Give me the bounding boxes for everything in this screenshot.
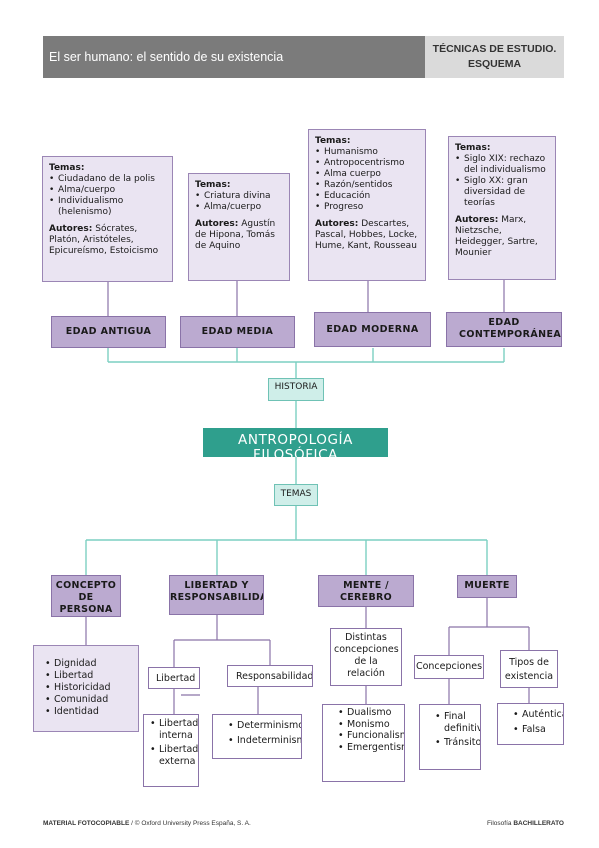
list-item: Libertad (45, 670, 132, 682)
footer-subject: Filosofía BACHILLERATO (470, 820, 564, 827)
category-label: LIBERTAD Y RESPONSABILIDAD (170, 580, 263, 603)
category-libertad-responsabilidad: LIBERTAD Y RESPONSABILIDAD (169, 575, 264, 615)
list-item: Siglo XIX: rechazo del individualismo (455, 154, 550, 176)
tipos-items-box: Auténtica Falsa (497, 703, 564, 745)
era-info-antigua: Temas: Ciudadano de la polis Alma/cuerpo… (42, 156, 173, 282)
autores-label: Autores: (315, 219, 359, 229)
autores-text: Agustín de Hipona, Tomás de Aquino (195, 219, 276, 251)
libertad-items-box: Libertad interna Libertad externa (143, 714, 199, 787)
list-item: Humanismo (315, 147, 420, 158)
era-box-media: EDAD MEDIA (180, 316, 295, 348)
history-tree-lines (85, 348, 505, 575)
category-label: MUERTE (464, 580, 510, 591)
sub-label: Responsabilidad (236, 671, 313, 682)
historia-node: HISTORIA (268, 378, 324, 401)
era-box-contemporanea: EDAD CONTEMPORÁNEA (446, 312, 562, 347)
historia-label: HISTORIA (274, 382, 318, 392)
era-box-moderna: EDAD MODERNA (314, 312, 431, 347)
list-item: Criatura divina (195, 191, 284, 202)
era-label: EDAD CONTEMPORÁNEA (459, 317, 562, 340)
era-label: EDAD ANTIGUA (65, 326, 152, 337)
category-label: MENTE / CEREBRO (340, 580, 392, 603)
autores-label: Autores: (455, 215, 499, 225)
era-info-media: Temas: Criatura divina Alma/cuerpo Autor… (188, 173, 290, 281)
list-item: Auténtica (513, 709, 563, 721)
list-item: Funcionalismo (338, 730, 404, 742)
main-title: ANTROPOLOGÍA FILOSÓFICA (238, 432, 353, 458)
main-title-box: ANTROPOLOGÍA FILOSÓFICA (203, 428, 388, 457)
list-item: Ciudadano de la polis (49, 174, 167, 185)
list-item: Comunidad (45, 694, 132, 706)
list-item: Libertad interna (150, 718, 198, 741)
autores-text: Marx, Nietzsche, Heidegger, Sartre, Moun… (455, 215, 538, 258)
category-mente-cerebro: MENTE / CEREBRO (318, 575, 414, 607)
list-item: Progreso (315, 202, 420, 213)
list-item: Monismo (338, 719, 404, 731)
sub-label: Concepciones (415, 661, 483, 672)
autores-label: Autores: (195, 219, 239, 229)
page-header-section: TÉCNICAS DE ESTUDIO. ESQUEMA (425, 36, 564, 78)
list-item: Alma cuerpo (315, 169, 420, 180)
list-item: Alma/cuerpo (49, 185, 167, 196)
era-info-contemporanea: Temas: Siglo XIX: rechazo del individual… (448, 136, 556, 280)
temas-label: Temas: (455, 143, 491, 153)
sub-label: Tipos de existencia (504, 657, 554, 682)
temas-node-label: TEMAS (280, 489, 312, 499)
muerte-concepciones-box: Concepciones (414, 655, 484, 679)
concepciones-items-box: Final definitivo Tránsito (419, 704, 481, 770)
muerte-tipos-box: Tipos de existencia (500, 650, 558, 688)
footer-left-bold: MATERIAL FOTOCOPIABLE (43, 820, 130, 827)
list-item: Dignidad (45, 658, 132, 670)
mente-items-box: Dualismo Monismo Funcionalismo Emergenti… (322, 704, 405, 782)
list-item: Indeterminismo (228, 735, 301, 747)
list-item: Tránsito (435, 737, 480, 749)
page-header-title: El ser humano: el sentido de su existenc… (43, 36, 425, 78)
category-connectors (85, 598, 530, 714)
header-section-line2: ESQUEMA (467, 58, 522, 70)
category-label: CONCEPTO DE PERSONA (55, 580, 117, 615)
era-info-moderna: Temas: Humanismo Antropocentrismo Alma c… (308, 129, 426, 281)
temas-node: TEMAS (274, 484, 318, 506)
autores-text: Descartes, Pascal, Hobbes, Locke, Hume, … (315, 219, 418, 251)
list-item: Identidad (45, 706, 132, 718)
category-muerte: MUERTE (457, 575, 517, 598)
responsabilidad-items-box: Determinismo Indeterminismo (212, 714, 302, 759)
libertad-sub-box: Libertad (148, 667, 200, 689)
list-item: Alma/cuerpo (195, 202, 284, 213)
list-item: Razón/sentidos (315, 180, 420, 191)
list-item: Historicidad (45, 682, 132, 694)
temas-label: Temas: (315, 136, 351, 146)
sub-label: Libertad (156, 673, 196, 684)
autores-label: Autores: (49, 224, 93, 234)
footer-left-rest: / © Oxford University Press España, S. A… (129, 820, 251, 827)
era-box-antigua: EDAD ANTIGUA (51, 316, 166, 348)
sub-label: Distintas concepciones de la relación (334, 632, 399, 679)
list-item: Determinismo (228, 720, 301, 732)
era-label: EDAD MEDIA (201, 326, 274, 337)
list-item: Individualismo (helenismo) (49, 196, 167, 218)
list-item: Emergentismo (338, 742, 404, 754)
list-item: Libertad externa (150, 744, 198, 767)
footer-right-bold: BACHILLERATO (513, 820, 564, 827)
list-item: Falsa (513, 724, 563, 736)
footer-right-normal: Filosofía (486, 820, 514, 827)
list-item: Educación (315, 191, 420, 202)
era-connectors (107, 280, 505, 316)
list-item: Siglo XX: gran diversidad de teorías (455, 176, 550, 209)
header-section-line1: TÉCNICAS DE ESTUDIO. (432, 43, 557, 55)
footer-copyright: MATERIAL FOTOCOPIABLE / © Oxford Univers… (43, 820, 251, 827)
responsabilidad-sub-box: Responsabilidad (227, 665, 313, 687)
mente-sub-box: Distintas concepciones de la relación (330, 628, 402, 686)
list-item: Final definitivo (435, 711, 480, 734)
list-item: Dualismo (338, 707, 404, 719)
temas-label: Temas: (195, 180, 231, 190)
concepto-items-box: Dignidad Libertad Historicidad Comunidad… (33, 645, 139, 732)
list-item: Antropocentrismo (315, 158, 420, 169)
header-title-text: El ser humano: el sentido de su existenc… (49, 50, 284, 64)
temas-label: Temas: (49, 163, 85, 173)
era-label: EDAD MODERNA (326, 323, 419, 335)
autores-text: Sócrates, Platón, Aristóteles, Epicureís… (49, 224, 159, 256)
category-concepto-persona: CONCEPTO DE PERSONA (51, 575, 121, 617)
